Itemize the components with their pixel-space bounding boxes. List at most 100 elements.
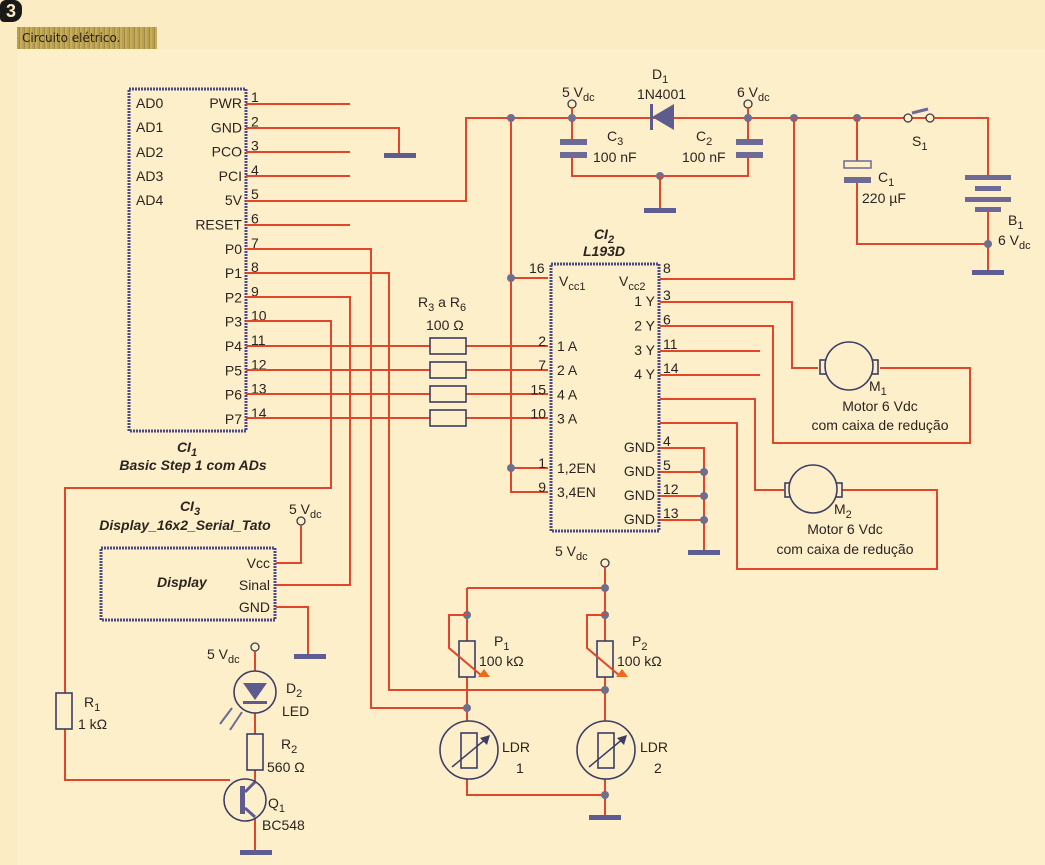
node: [700, 516, 708, 524]
b1-label: B1: [1008, 212, 1023, 232]
switch-s1-terminal[interactable]: [925, 113, 935, 123]
ci2-input-label: 4 A: [557, 386, 578, 402]
pot-p2[interactable]: [596, 640, 614, 678]
pot-p1[interactable]: [458, 640, 476, 678]
ci1-pin-number: 13: [251, 381, 267, 397]
d2-label: D2: [286, 680, 302, 700]
battery-cell: [965, 175, 1011, 180]
wire-switch-battery: [934, 117, 989, 175]
q1-part: BC548: [262, 817, 305, 833]
ci2-output-number: 6: [663, 311, 671, 327]
ci2-label: CI2: [594, 226, 614, 246]
terminal-5v: [600, 558, 610, 568]
c3-plate-bottom: [560, 152, 587, 158]
terminal-5v: [250, 642, 260, 652]
switch-s1-terminal[interactable]: [903, 113, 913, 123]
ci2-input-number: 15: [530, 381, 546, 397]
q1-label: Q1: [268, 795, 285, 815]
ci2-input-label: 2 A: [557, 362, 578, 378]
c1-plate-top: [843, 160, 872, 169]
ci2-vcc2: Vcc2: [619, 273, 645, 293]
node: [463, 704, 471, 712]
ci2-vcc1: Vcc1: [559, 273, 585, 293]
ldr1-number: 1: [516, 760, 524, 776]
wire-vcc2: [660, 118, 795, 280]
paper-background: [17, 49, 1045, 865]
ci2-input-number: 7: [538, 357, 546, 373]
switch-s1-lever[interactable]: [911, 107, 929, 115]
c1-value: 220 µF: [862, 190, 906, 206]
wire-display-gnd: [276, 606, 309, 654]
figure-title: Circuito elétrico.: [22, 31, 121, 45]
c2-value: 100 nF: [682, 149, 726, 165]
r3r6-label: R3 a R6: [418, 294, 466, 314]
ldr1-arrow: [451, 737, 488, 768]
r1-label: R1: [84, 694, 100, 714]
node: [700, 492, 708, 500]
power-section: 5 Vdc C3 100 nF D1 1N4001 6 Vdc C2 100: [507, 66, 1031, 493]
ci1-pin-ad1: AD1: [136, 119, 163, 135]
resistor-r3: [429, 337, 467, 355]
r1-value: 1 kΩ: [78, 716, 107, 732]
ci3-pin-sinal: Sinal: [239, 577, 270, 593]
ci2-ground-number: 4: [663, 433, 671, 449]
p1-label: P1: [494, 633, 509, 653]
node: [984, 240, 992, 248]
p1-value: 100 kΩ: [479, 653, 524, 669]
label-5vdc-led: 5 Vdc: [207, 646, 240, 666]
ldr1-label: LDR: [502, 739, 530, 755]
ci1-pin-number: 12: [251, 356, 267, 372]
diode-d1: [652, 104, 674, 130]
motor-m1: M1 Motor 6 Vdc com caixa de redução: [812, 341, 949, 433]
ci1-pin-label: P5: [225, 362, 242, 378]
node: [507, 114, 515, 122]
ci3-label: CI3: [180, 498, 200, 518]
p2-value: 100 kΩ: [617, 653, 662, 669]
m2-line2: com caixa de redução: [777, 541, 914, 557]
c2-label: C2: [696, 128, 712, 148]
label-6vdc: 6 Vdc: [737, 84, 770, 104]
wire-ci1-gnd: [246, 127, 400, 153]
ci1-pin-number: 10: [251, 308, 267, 324]
ci1-pin-number: 7: [251, 235, 259, 251]
m2-label: M2: [834, 501, 852, 521]
ci1-pin-ad4: AD4: [136, 192, 163, 208]
sensor-section: 5 Vdc P1 100 kΩ P2 100 kΩ LDR: [439, 543, 668, 820]
ci2-ground-number: 12: [663, 481, 679, 497]
m2-body: [788, 464, 838, 514]
node: [568, 114, 576, 122]
s1-label: S1: [912, 133, 927, 153]
c1-label: C1: [878, 169, 894, 189]
ci1-pin-label: RESET: [195, 217, 242, 233]
battery-cell: [975, 207, 1001, 212]
ldr1-arrowhead: [480, 735, 490, 745]
figure-number-badge: 3: [0, 0, 22, 22]
ci1-pin-number: 6: [251, 211, 259, 227]
resistor-r6: [429, 409, 467, 427]
ci2-part: L193D: [583, 243, 625, 259]
m1-body: [824, 341, 874, 391]
ci2-ground-label: GND: [624, 487, 655, 503]
ci1-pin-label: P4: [225, 338, 242, 354]
terminal-5v: [296, 516, 306, 526]
m1-line1: Motor 6 Vdc: [842, 398, 917, 414]
node: [507, 464, 515, 472]
ci3-display: CI3 Display_16x2_Serial_Tato Display Vcc…: [99, 498, 326, 659]
wire-p1-ldr2: [246, 272, 605, 691]
ci1-pin-number: 14: [251, 405, 267, 421]
wire-p0-ldr1: [246, 248, 467, 709]
r2-label: R2: [281, 736, 297, 756]
ci2-ground-number: 13: [663, 505, 679, 521]
ground-symbol: [688, 550, 720, 555]
wire-vcc1-enable: [510, 118, 548, 493]
ci2-input-label: 3 A: [557, 411, 578, 427]
ci3-body-label: Display: [157, 574, 208, 590]
ci2-output-number: 3: [663, 287, 671, 303]
ldr2-arrow: [588, 737, 625, 768]
ci2-pin-8: 8: [663, 260, 671, 276]
ci1-wires: [64, 103, 930, 781]
